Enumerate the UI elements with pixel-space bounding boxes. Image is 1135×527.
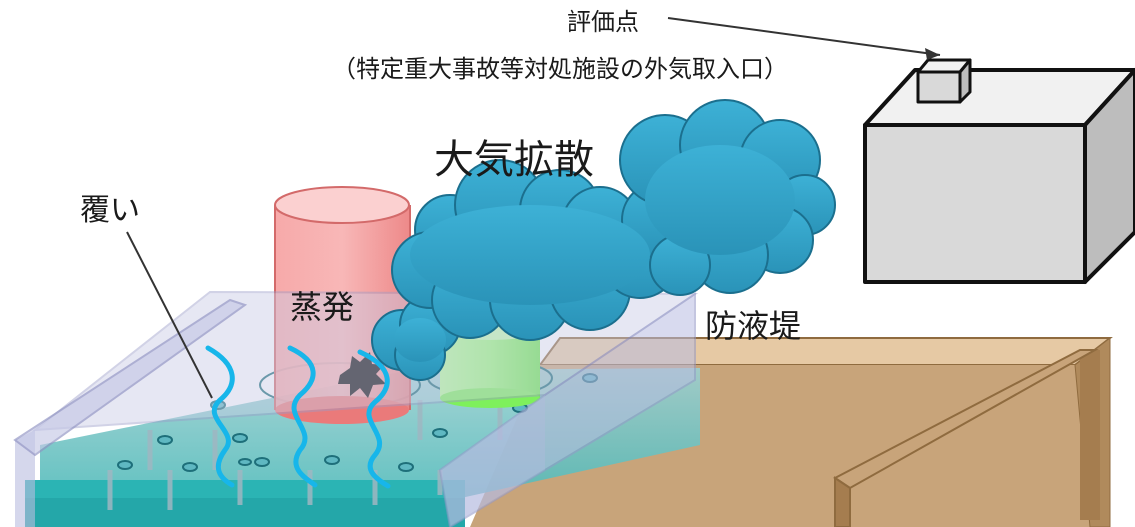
evaluation-point-detail-label: （特定重大事故等対処施設の外気取入口） [332,55,788,83]
cover-label: 覆い [80,193,140,228]
atmospheric-dispersion-label: 大気拡散 [434,137,594,183]
evaluation-point-arrowhead [925,48,940,60]
evaluation-point-label: 評価点 [567,8,639,36]
cover-leader [126,231,213,399]
cover-shell [13,290,699,527]
wave-lines [205,345,391,489]
dispersion-cloud [371,99,836,381]
leak-burst-icon [338,352,386,398]
evaporation-label: 蒸発 [290,288,354,326]
evaluation-point-leader [667,17,941,56]
building [863,58,1135,284]
dike-label: 防液堤 [705,307,801,345]
